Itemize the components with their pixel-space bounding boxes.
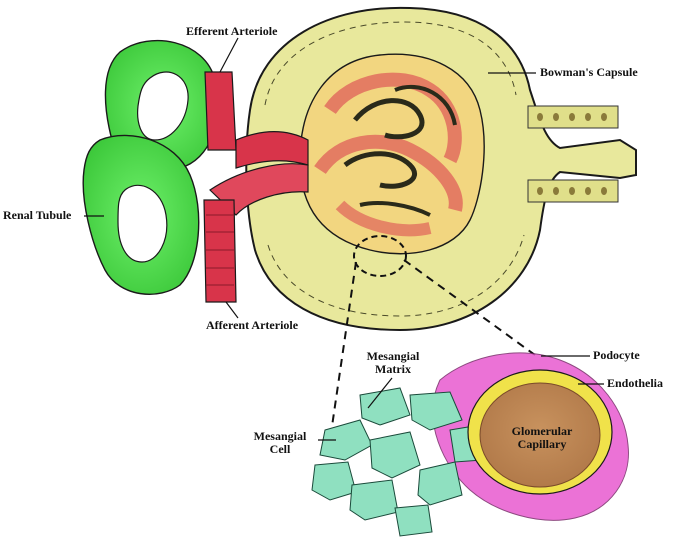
mesangial-cell-label-line1: Mesangial [253, 429, 307, 443]
efferent-arteriole-vessel [204, 71, 309, 169]
renal-tubule-lower [82, 134, 200, 295]
endothelia-label: Endothelia [607, 376, 664, 390]
efferent-arteriole-label: Efferent Arteriole [186, 24, 278, 38]
glomerular-capillary-label-line2: Capillary [517, 437, 567, 451]
mesangial-cell-label: Mesangial Cell [244, 430, 316, 456]
renal-tubule-label: Renal Tubule [3, 208, 72, 222]
glomerulus [299, 53, 485, 255]
afferent-arteriole-label: Afferent Arteriole [206, 318, 299, 332]
afferent-arteriole-vessel [203, 163, 309, 303]
dashed-circle-icon [353, 235, 407, 277]
leader-lines [84, 37, 604, 441]
mesangial-matrix-label: Mesangial Matrix [358, 350, 428, 376]
bowmans-capsule-label: Bowman's Capsule [540, 65, 638, 79]
mesangial-matrix-label-line2: Matrix [375, 362, 411, 376]
podocyte-label: Podocyte [593, 348, 640, 362]
glomerular-capillary-label: Glomerular Capillary [500, 425, 584, 451]
mesangial-cell-label-line2: Cell [269, 442, 291, 456]
mesangial-matrix-label-line1: Mesangial [366, 349, 420, 363]
zoom-indicator [329, 235, 536, 441]
magnified-view [311, 352, 629, 537]
glomerular-capillary-label-line1: Glomerular [511, 424, 573, 438]
